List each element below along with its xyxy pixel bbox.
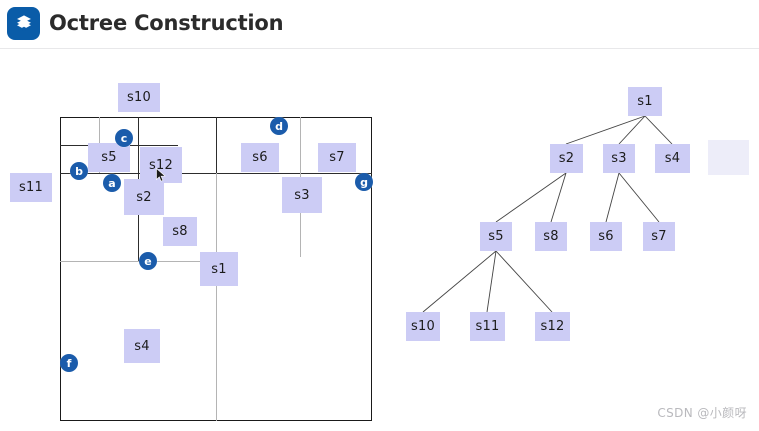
tree-node-s5: s5 — [480, 222, 512, 251]
spatial-label-s11: s11 — [10, 173, 52, 202]
tree-edge-s3-s6 — [605, 172, 620, 223]
tree-node-s8: s8 — [535, 222, 567, 251]
quad-gridline-v-2 — [216, 173, 217, 421]
tree-node-s3: s3 — [603, 144, 635, 173]
tree-node-placeholder — [708, 140, 749, 175]
point-marker-b: b — [70, 162, 88, 180]
quad-split-h-upper-mid — [138, 145, 178, 147]
point-marker-g: g — [355, 173, 373, 191]
point-marker-a: a — [103, 174, 121, 192]
tree-node-s2: s2 — [550, 144, 583, 173]
point-marker-e: e — [139, 252, 157, 270]
spatial-label-s2: s2 — [124, 179, 164, 215]
tree-edge-s5-s12 — [495, 250, 553, 313]
tree-edge-s3-s7 — [618, 172, 660, 223]
tree-edge-s2-s5 — [495, 172, 567, 223]
quad-gridline-v-4 — [300, 205, 301, 257]
app-header: Octree Construction — [0, 0, 759, 48]
tree-node-s1: s1 — [628, 87, 662, 116]
spatial-label-s6: s6 — [241, 143, 279, 172]
tree-edge-s1-s3 — [618, 115, 646, 145]
tree-node-s12: s12 — [535, 312, 570, 341]
point-marker-d: d — [270, 117, 288, 135]
point-marker-f: f — [60, 354, 78, 372]
quad-split-v-s2-stub — [138, 173, 140, 261]
quad-gridline-v-3 — [300, 117, 301, 205]
spatial-label-s4: s4 — [124, 329, 160, 363]
tree-node-s11: s11 — [470, 312, 505, 341]
tree-node-s10: s10 — [406, 312, 440, 341]
tree-edge-s1-s2 — [565, 115, 646, 145]
spatial-label-s8: s8 — [163, 217, 197, 246]
quad-split-v-main — [216, 117, 218, 173]
tree-node-s6: s6 — [590, 222, 622, 251]
diagram-canvas: s10 s11 s5 s12 s2 s6 s7 s3 s8 s1 s4 a b … — [0, 49, 759, 431]
tree-edge-s5-s10 — [422, 250, 497, 313]
spatial-label-s3: s3 — [282, 177, 322, 213]
spatial-label-s10: s10 — [118, 83, 160, 112]
tree-edge-s5-s11 — [486, 250, 497, 313]
tree-node-s7: s7 — [643, 222, 675, 251]
header-divider — [0, 48, 759, 49]
app-logo-icon — [7, 7, 40, 40]
spatial-label-s5: s5 — [88, 143, 130, 172]
page-title: Octree Construction — [49, 11, 284, 35]
spatial-label-s12: s12 — [140, 147, 182, 183]
watermark: CSDN @小颜呀 — [657, 406, 747, 420]
spatial-label-s7: s7 — [318, 143, 356, 172]
tree-edge-s2-s8 — [550, 172, 567, 223]
point-marker-c: c — [115, 129, 133, 147]
spatial-label-s1: s1 — [200, 252, 238, 286]
tree-edge-s1-s4 — [644, 115, 673, 145]
tree-node-s4: s4 — [655, 144, 690, 173]
quad-gridline-h-1 — [60, 261, 216, 262]
